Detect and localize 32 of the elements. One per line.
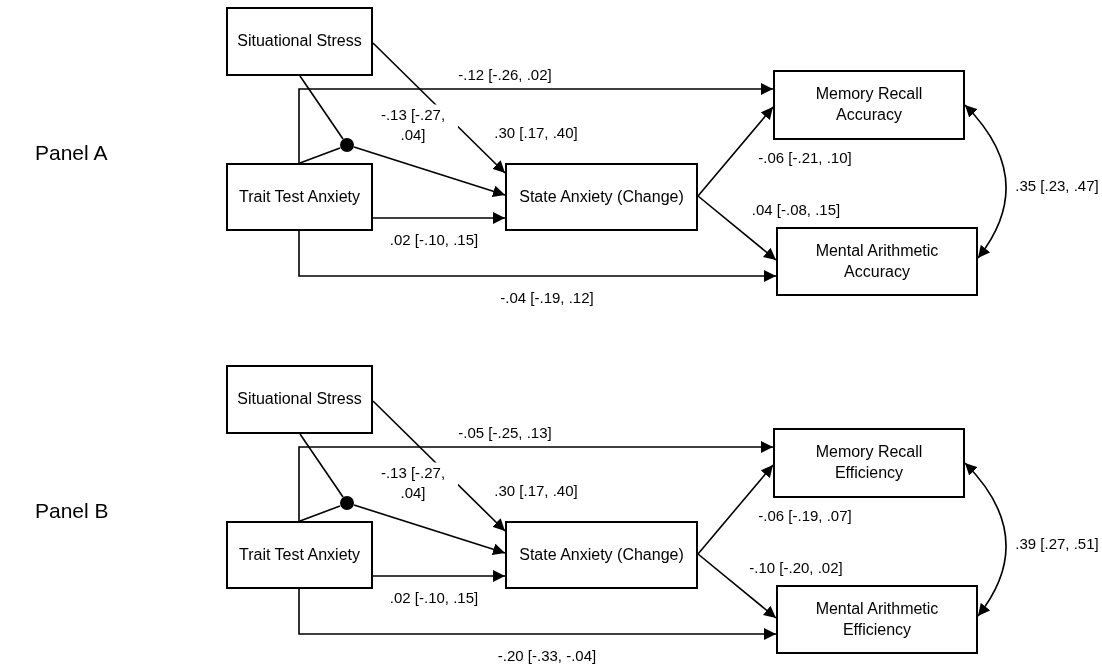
arrow <box>697 464 774 555</box>
arrow <box>353 146 506 198</box>
variable-box: Mental Arithmetic Efficiency <box>776 585 978 654</box>
arrow <box>298 441 774 522</box>
variable-box: Situational Stress <box>226 365 373 434</box>
variable-box: State Anxiety (Change) <box>505 163 698 231</box>
variable-box: Memory Recall Efficiency <box>773 428 965 498</box>
connector-line <box>299 433 344 498</box>
arrow <box>697 553 777 619</box>
variable-box: Mental Arithmetic Accuracy <box>776 227 978 296</box>
variable-box: State Anxiety (Change) <box>505 521 698 589</box>
variable-box: Situational Stress <box>226 7 373 76</box>
variable-box: Trait Test Anxiety <box>226 163 373 231</box>
arrow <box>372 212 506 224</box>
arrow <box>372 570 506 582</box>
panel-label: Panel A <box>35 141 108 165</box>
panel-label: Panel B <box>35 499 109 523</box>
connector-line <box>299 75 344 140</box>
arrow <box>697 195 777 261</box>
arrow <box>353 504 506 556</box>
connector-line <box>299 147 341 164</box>
moderation-dot <box>340 138 354 152</box>
variable-box: Memory Recall Accuracy <box>773 70 965 140</box>
arrow <box>298 83 774 164</box>
connector-line <box>299 505 341 522</box>
moderation-dot <box>340 496 354 510</box>
arrow <box>964 104 1007 259</box>
arrow <box>298 588 777 640</box>
arrow <box>697 106 774 197</box>
arrow <box>964 462 1007 617</box>
arrow <box>298 230 777 282</box>
variable-box: Trait Test Anxiety <box>226 521 373 589</box>
